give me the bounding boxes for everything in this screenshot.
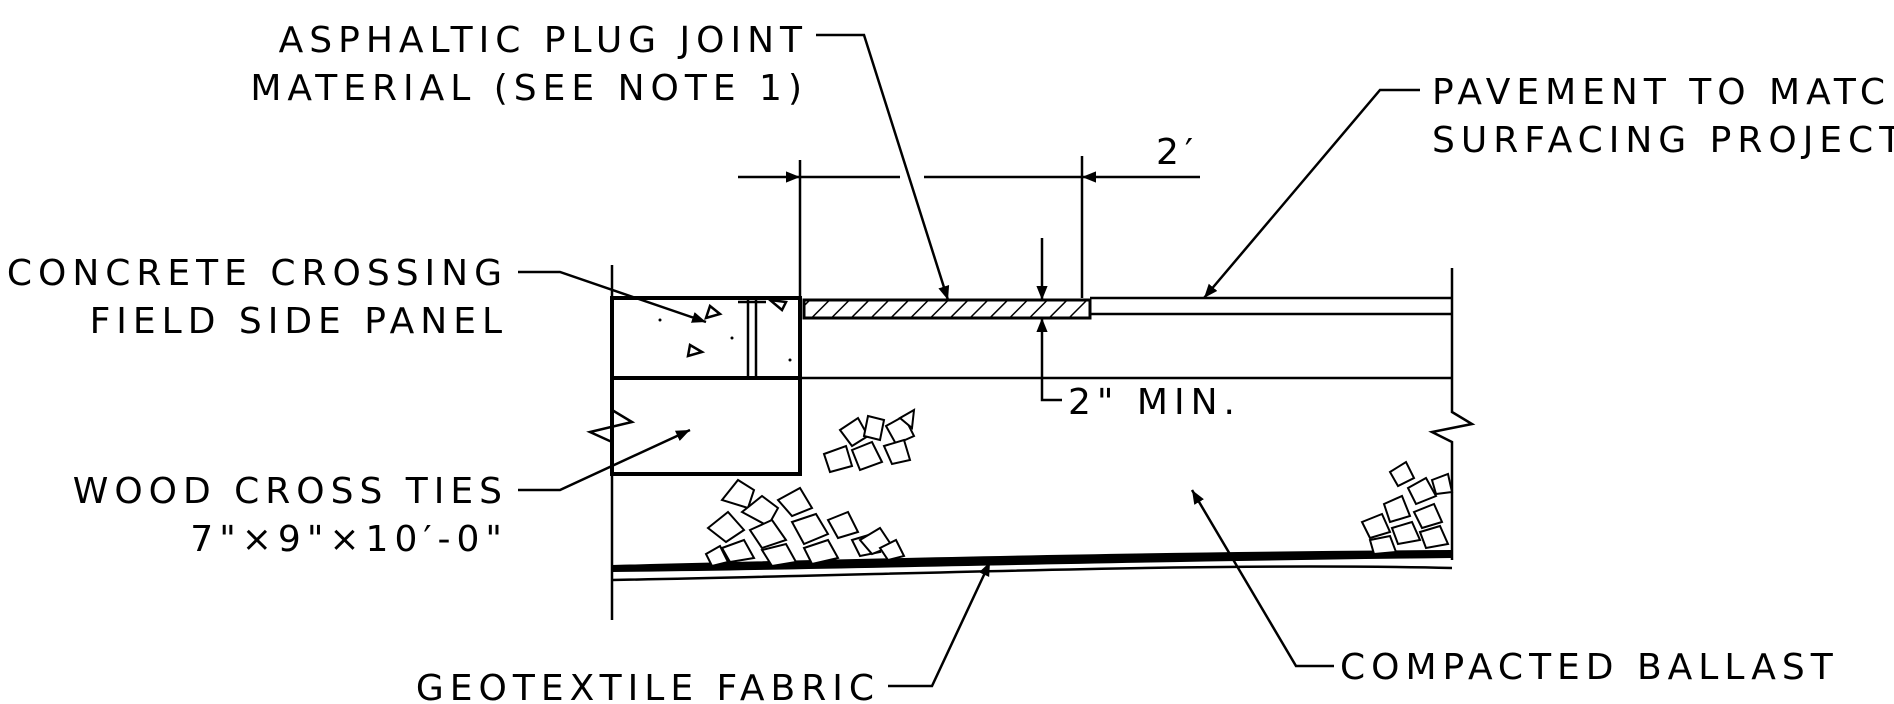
asphaltic-plug bbox=[802, 298, 1092, 320]
concrete-aggregate-2 bbox=[686, 343, 706, 358]
right-break-line bbox=[1428, 268, 1476, 560]
wood-label-line1: WOOD CROSS TIES bbox=[73, 471, 508, 512]
pavement-leader bbox=[1203, 88, 1420, 299]
concrete-dot-1 bbox=[658, 318, 662, 322]
asphaltic-label-line1: ASPHALTIC PLUG JOINT bbox=[279, 20, 808, 61]
min-dim-leader bbox=[1040, 380, 1062, 402]
ballast-leader bbox=[1190, 489, 1334, 668]
min-label: 2" MIN. bbox=[1068, 382, 1241, 423]
wood-cross-tie bbox=[610, 376, 802, 476]
ballast-stones-mid bbox=[822, 408, 916, 474]
dim-label-2ft: 2′ bbox=[1156, 132, 1199, 173]
concrete-dot-3 bbox=[788, 358, 792, 362]
geotextile-leader bbox=[888, 561, 992, 688]
wood-label-line2: 7"×9"×10′-0" bbox=[190, 519, 508, 560]
ballast-stones-left bbox=[704, 478, 906, 568]
geotextile-fabric bbox=[612, 550, 1452, 572]
asphaltic-label-line2: MATERIAL (SEE NOTE 1) bbox=[250, 68, 808, 109]
concrete-aggregate-1 bbox=[704, 303, 723, 320]
concrete-panel bbox=[610, 296, 802, 380]
concrete-aggregate-3 bbox=[765, 298, 788, 312]
pavement-label-line1: PAVEMENT TO MATCH bbox=[1432, 72, 1894, 113]
concrete-dot-2 bbox=[730, 336, 734, 340]
concrete-leader bbox=[518, 270, 707, 324]
ballast-label: COMPACTED BALLAST bbox=[1340, 647, 1839, 688]
wood-leader bbox=[518, 428, 691, 492]
concrete-label-line1: CONCRETE CROSSING bbox=[7, 253, 508, 294]
asphaltic-leader bbox=[816, 33, 950, 301]
geotextile-lower-line bbox=[611, 565, 1453, 582]
geotextile-label: GEOTEXTILE FABRIC bbox=[416, 668, 880, 704]
pavement-label-line2: SURFACING PROJECT bbox=[1432, 120, 1894, 161]
ballast-stones-right bbox=[1360, 460, 1454, 556]
concrete-label-line2: FIELD SIDE PANEL bbox=[90, 301, 508, 342]
